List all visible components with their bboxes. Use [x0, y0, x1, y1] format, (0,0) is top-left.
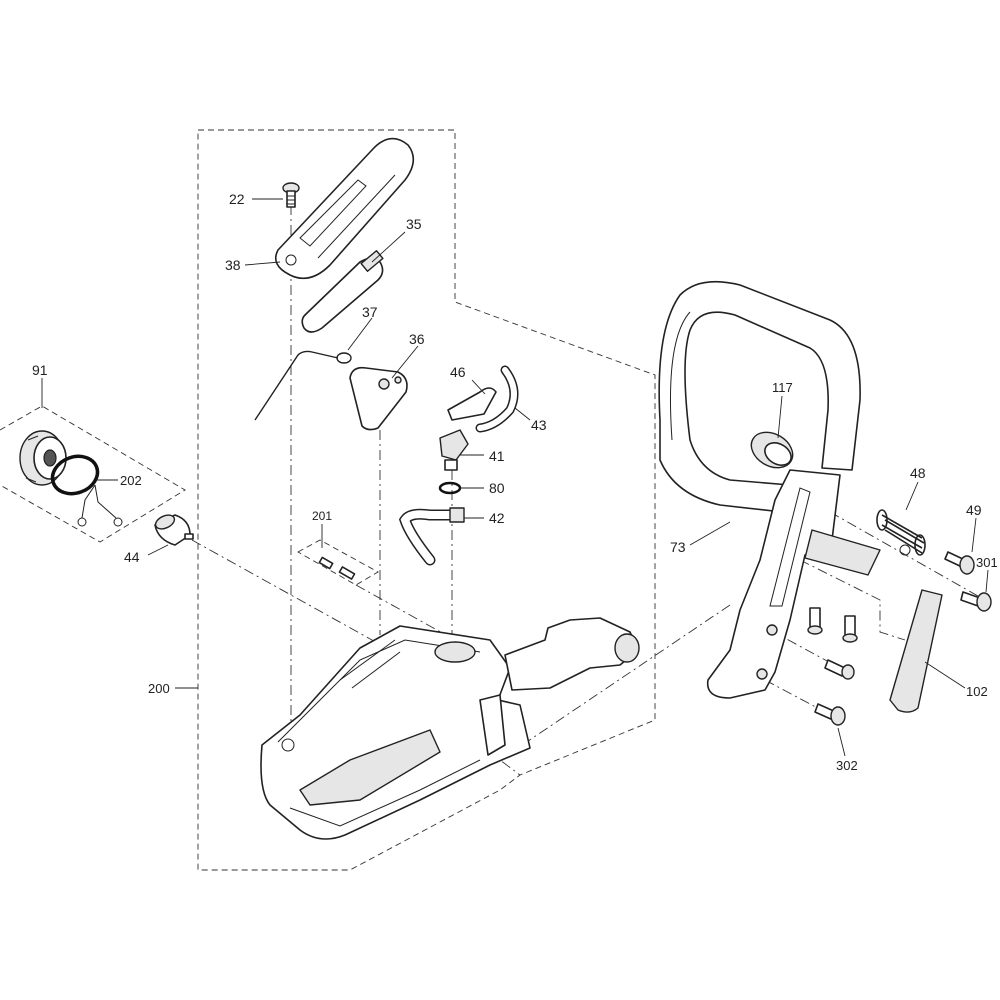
part-202-o-ring: [50, 454, 123, 527]
bracket-screws: [807, 607, 858, 680]
callout-46: 46: [450, 364, 466, 380]
callout-49: 49: [966, 502, 982, 518]
part-117-bushing: [750, 431, 794, 469]
callout-200: 200: [148, 681, 170, 696]
part-46-hose: [447, 387, 497, 421]
part-22-screw: [282, 182, 300, 208]
assembly-200-boundary: [197, 129, 656, 871]
part-302-screw: [814, 703, 846, 726]
group-91-boundary: [0, 405, 186, 543]
part-43-hose: [475, 365, 519, 433]
callout-301: 301: [976, 555, 998, 570]
part-48-spring: [876, 509, 926, 556]
group-201-boundary: [297, 539, 379, 586]
leader-49: [971, 517, 977, 553]
leader-44: [147, 544, 169, 556]
leader-102: [924, 661, 966, 689]
callout-42: 42: [489, 510, 505, 526]
leader-73: [689, 521, 731, 546]
assembly-line-44: [191, 539, 391, 651]
part-73-handle-bar: [658, 280, 861, 513]
callout-35: 35: [406, 216, 422, 232]
part-102-strip: [889, 589, 943, 713]
assembly-line-302: [764, 679, 826, 713]
part-301-screw: [960, 591, 992, 612]
leader-301: [985, 569, 989, 593]
part-36-lever: [349, 366, 408, 431]
callout-37: 37: [362, 304, 378, 320]
part-44-fuel-filter: [154, 514, 194, 546]
part-42-fuel-line: [398, 507, 465, 566]
callout-38: 38: [225, 257, 241, 273]
leader-48: [905, 481, 919, 511]
leader-35: [371, 231, 406, 263]
callout-91: 91: [32, 362, 48, 378]
assembly-line-48: [829, 511, 986, 601]
callout-302: 302: [836, 758, 858, 773]
callout-73: 73: [670, 539, 686, 555]
assembly-line-handle: [499, 604, 731, 776]
part-35-throttle-trigger: [301, 250, 384, 333]
callout-41: 41: [489, 448, 505, 464]
callout-117: 117: [772, 380, 793, 395]
assembly-line-201: [355, 584, 456, 641]
leader-43: [514, 407, 531, 421]
part-91-fuel-cap: [19, 430, 67, 486]
handle-bracket: [706, 469, 881, 699]
callout-102: 102: [966, 684, 988, 699]
callout-22: 22: [229, 191, 245, 207]
callout-80: 80: [489, 480, 505, 496]
part-41-valve: [439, 429, 469, 471]
leader-37: [347, 317, 373, 351]
part-49-screw: [944, 551, 975, 575]
callout-44: 44: [124, 549, 140, 565]
leader-36: [391, 345, 419, 379]
part-80-o-ring: [438, 481, 462, 495]
callout-43: 43: [531, 417, 547, 433]
leader-38: [244, 261, 281, 266]
callout-202: 202: [120, 473, 142, 488]
part-38-handle-cover: [274, 137, 415, 280]
part-200-housing: [260, 617, 640, 840]
callout-48: 48: [910, 465, 926, 481]
leader-46: [471, 379, 486, 395]
part-201-screws: [318, 556, 356, 580]
callout-36: 36: [409, 331, 425, 347]
leader-302: [837, 727, 846, 757]
callout-201: 201: [312, 509, 332, 523]
leader-117: [777, 395, 783, 439]
assembly-line-102: [799, 559, 906, 641]
part-37-spring-wire: [254, 350, 352, 421]
